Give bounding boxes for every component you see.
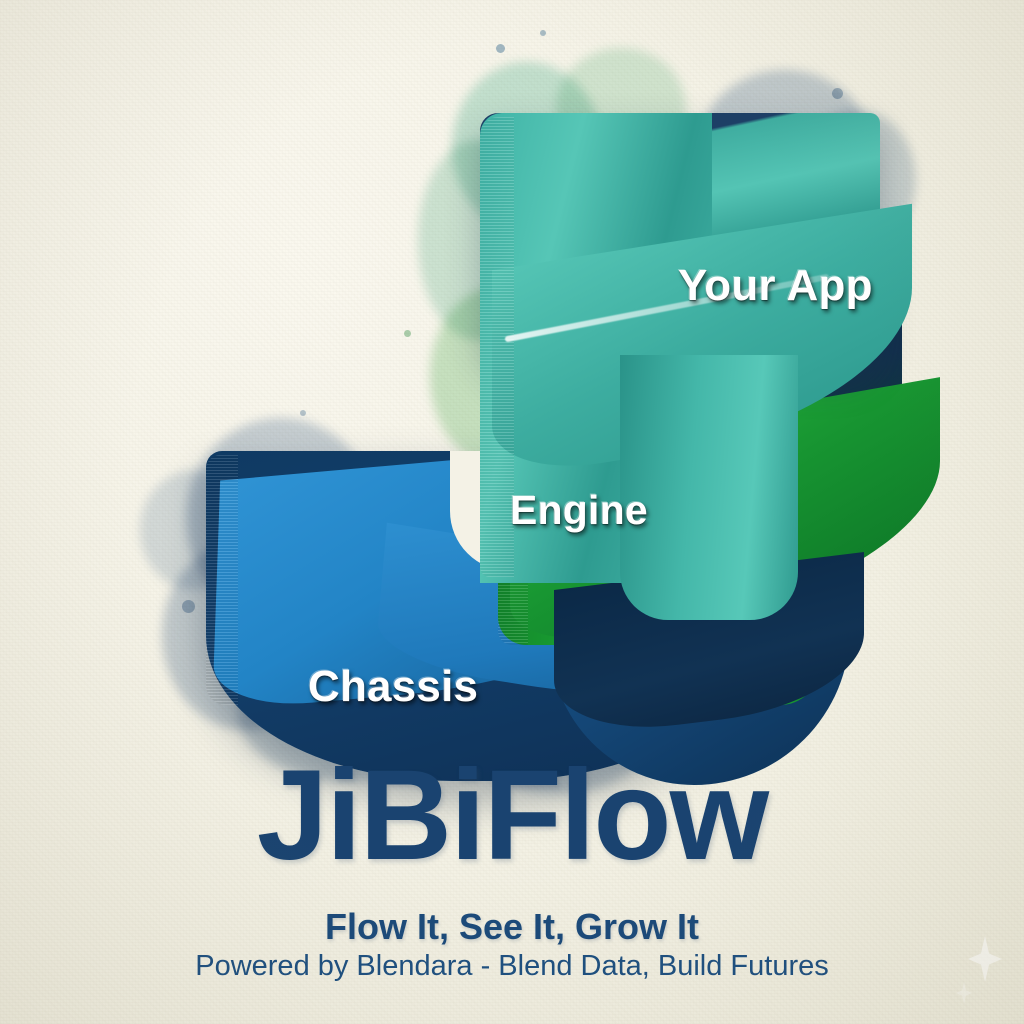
your-app-ribbon-edge (480, 117, 514, 577)
brand-byline: Powered by Blendara - Blend Data, Build … (195, 950, 829, 982)
ribbon-label-chassis: Chassis (308, 662, 479, 711)
chassis-ribbon-edge (206, 455, 238, 705)
your-app-ribbon-stem (620, 355, 798, 620)
brand-wordmark: JiBiFlow (256, 744, 769, 887)
jibiflow-j-ribbon-mark: Your App Engine Chassis (150, 55, 940, 785)
brand-tagline: Flow It, See It, Grow It (324, 906, 700, 947)
ribbon-label-engine: Engine (510, 487, 648, 533)
ribbon-label-your-app: Your App (678, 261, 873, 310)
